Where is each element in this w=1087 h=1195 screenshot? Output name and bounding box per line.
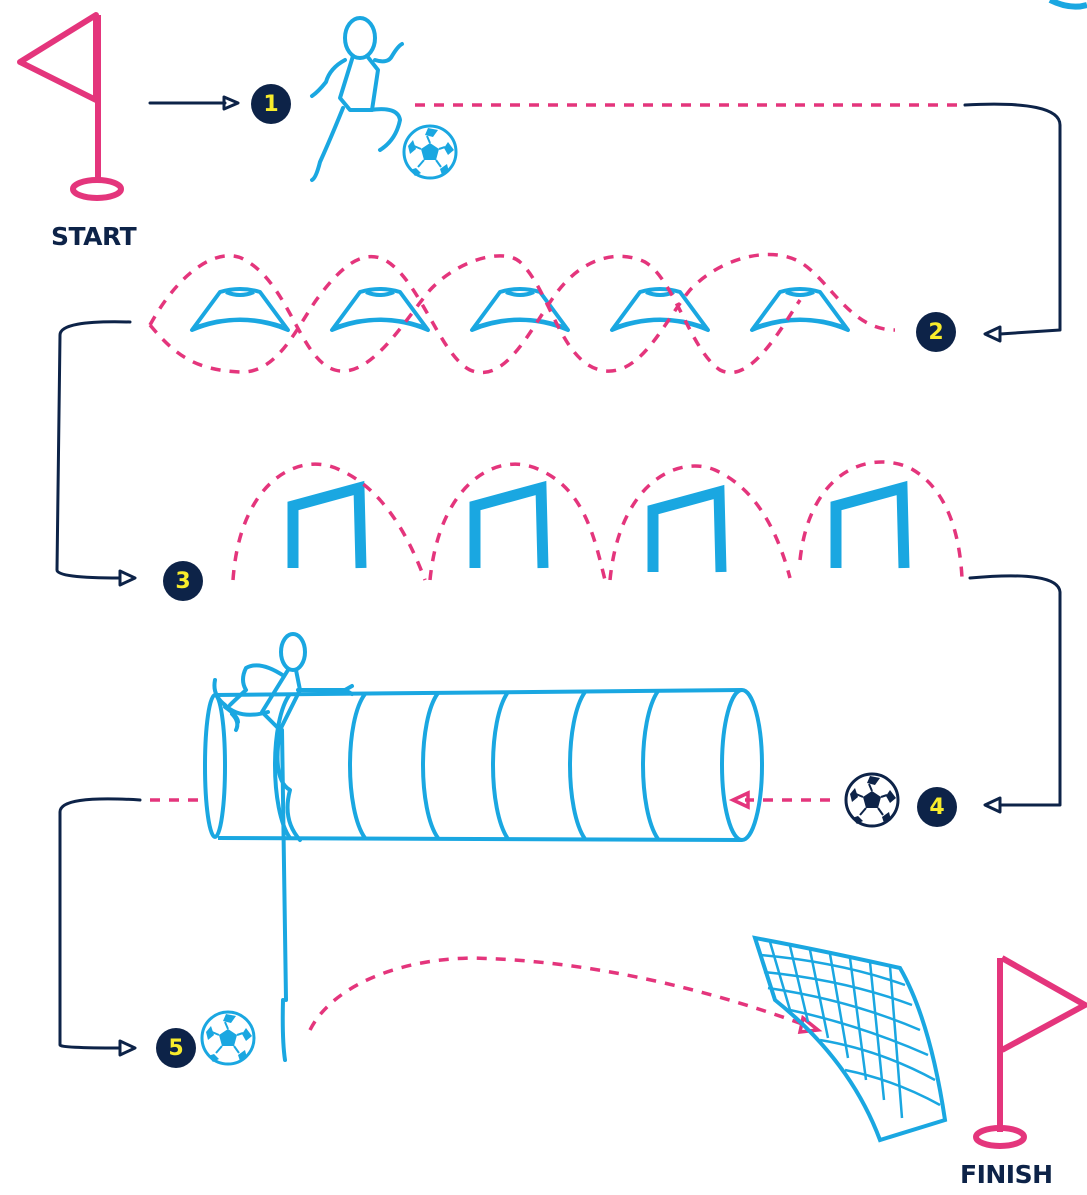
hurdle-icon <box>836 488 904 568</box>
cone-row <box>190 287 850 332</box>
runner-icon <box>310 16 404 182</box>
hurdle-icon <box>293 488 361 568</box>
cone-icon <box>330 287 430 332</box>
shot-path <box>308 956 823 1035</box>
corner-ornament <box>1048 0 1087 10</box>
hurdle-icon <box>653 492 721 572</box>
step-badge-2: 2 <box>916 312 956 352</box>
kicker-icon <box>212 632 354 1002</box>
cone-icon <box>610 287 710 332</box>
kicker-leg <box>280 998 287 1062</box>
route-connectors <box>55 95 1062 1057</box>
jump-path <box>231 460 964 581</box>
step-badge-1: 1 <box>251 84 291 124</box>
step-badge-3: 3 <box>163 561 203 601</box>
tunnel-icon <box>203 688 764 842</box>
ball-icon <box>200 1010 256 1066</box>
hurdle-icon <box>475 488 543 568</box>
step-badge-5: 5 <box>156 1028 196 1068</box>
cone-icon <box>190 287 290 332</box>
ball-icon <box>844 772 900 828</box>
crawl-path <box>150 790 830 810</box>
finish-flag-icon <box>973 955 1087 1149</box>
start-flag-icon <box>17 12 124 201</box>
finish-label: FINISH <box>960 1160 1053 1189</box>
start-label: START <box>51 222 137 251</box>
ball-icon <box>402 124 458 180</box>
step-badge-4: 4 <box>917 787 957 827</box>
weave-path <box>148 252 896 375</box>
cone-icon <box>470 287 570 332</box>
goal-net-icon <box>752 935 948 1143</box>
